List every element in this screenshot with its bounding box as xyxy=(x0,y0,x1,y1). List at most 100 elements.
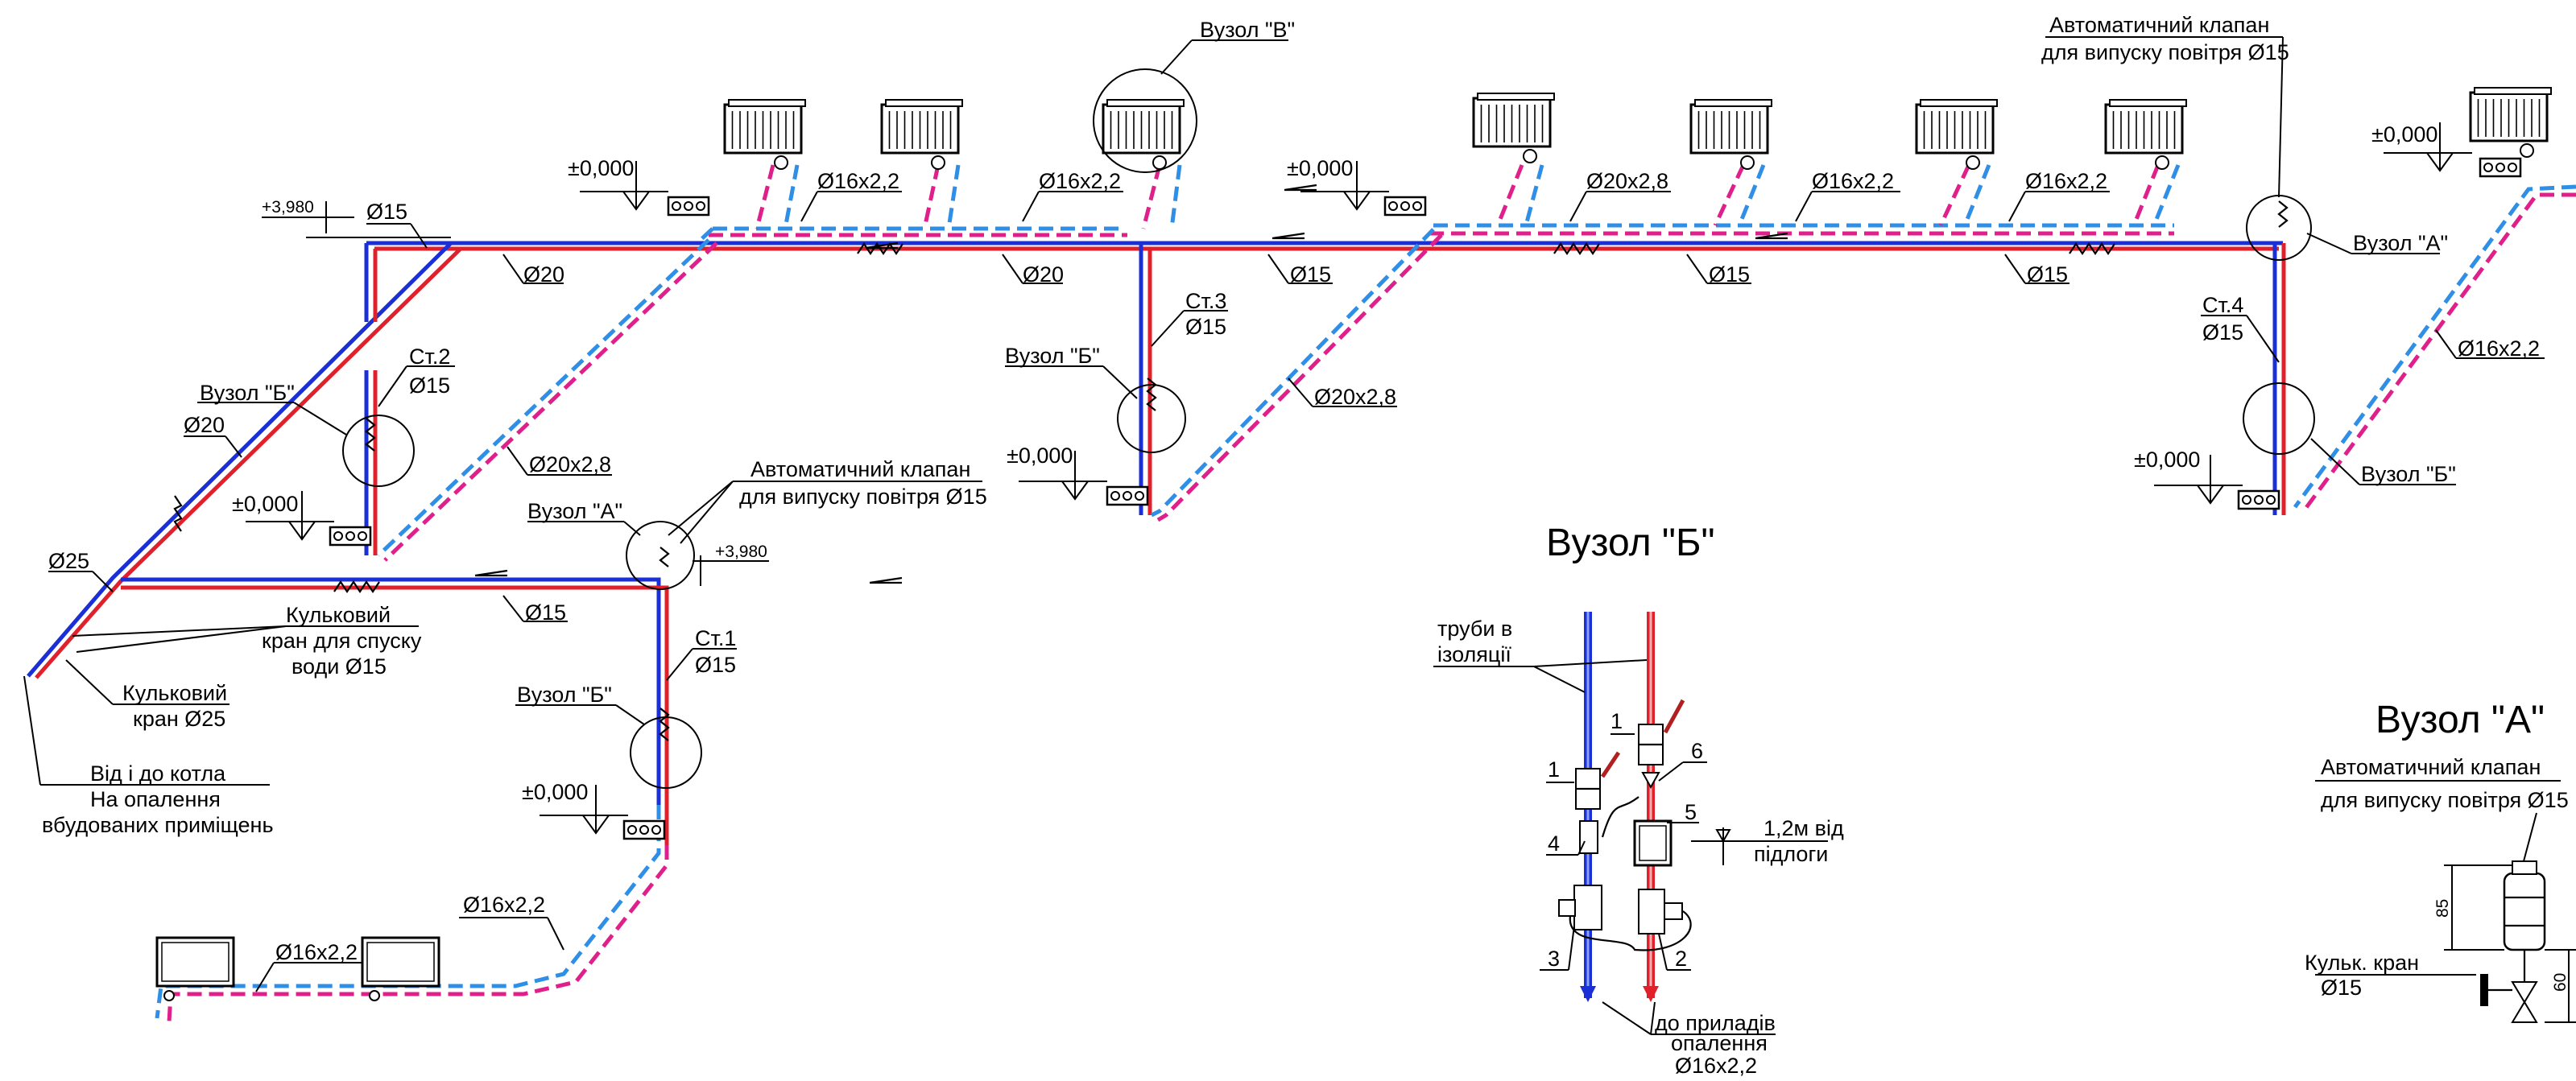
detail-a-drawing xyxy=(2315,780,2576,1023)
level-marks xyxy=(246,122,2522,840)
lower-main-pipes xyxy=(121,577,669,845)
radiator-icon xyxy=(1915,99,1998,170)
radiator-icon xyxy=(1472,93,1555,163)
radiator-icon xyxy=(1689,99,1772,170)
label-node-b1: Вузол "Б" xyxy=(200,381,295,405)
label-st3-d: Ø15 xyxy=(1185,315,1226,339)
label-level-p3980: +3,980 xyxy=(262,198,314,217)
label-pipes-insul-1: труби в xyxy=(1437,617,1512,641)
label-node-b4: Вузол "Б" xyxy=(517,683,612,707)
text-labels: Вузол "В" Автоматичний клапан для випуск… xyxy=(42,13,2570,1078)
level-mark-icon xyxy=(246,491,334,541)
label-level-0g: ±0,000 xyxy=(522,780,588,804)
upper-main-pipes xyxy=(27,241,2283,679)
radiator-icon xyxy=(361,936,440,1001)
detail-a-title: Вузол "А" xyxy=(2375,699,2545,741)
radiator-icon xyxy=(2469,87,2552,158)
label-st3: Ст.3 xyxy=(1185,289,1226,313)
label-n2: 2 xyxy=(1675,947,1687,971)
radiator-icon xyxy=(723,99,806,170)
label-p16-f: Ø16x2,2 xyxy=(463,893,545,917)
detail-b-title: Вузол "Б" xyxy=(1546,522,1715,564)
label-d15-b: Ø15 xyxy=(1290,262,1331,287)
level-mark-icon xyxy=(580,161,668,211)
level-mark-icon xyxy=(2384,122,2472,172)
manifold-icon xyxy=(1383,196,1427,217)
label-boiler-3: вбудованих приміщень xyxy=(42,813,274,837)
label-air-valve-top-1: Автоматичний клапан xyxy=(2049,13,2269,37)
label-pipes-insul-2: ізоляції xyxy=(1437,642,1511,666)
label-level-0e: ±0,000 xyxy=(1007,444,1073,468)
label-n1b: 1 xyxy=(1548,757,1560,782)
label-d25: Ø25 xyxy=(48,549,89,573)
label-p20-b: Ø20x2,8 xyxy=(1314,385,1396,409)
label-level-0a: ±0,000 xyxy=(568,156,634,180)
slope-arrows xyxy=(474,184,1788,584)
radiator-icon xyxy=(1102,99,1185,170)
label-st2-d: Ø15 xyxy=(409,373,450,398)
level-mark-icon xyxy=(540,785,628,835)
label-dim-60: 60 xyxy=(2551,973,2570,992)
label-detail-a-valve-1: Автоматичний клапан xyxy=(2321,755,2541,779)
leader-lines xyxy=(23,36,2545,992)
label-air-valve-top-2: для випуску повітря Ø15 xyxy=(2041,40,2289,64)
label-level-0d: ±0,000 xyxy=(232,492,298,516)
level-mark-icon xyxy=(1019,451,1107,501)
label-d15-d: Ø15 xyxy=(2027,262,2068,287)
label-level-p3980b: +3,980 xyxy=(715,543,767,561)
label-detail-a-valve-2: для випуску повітря Ø15 xyxy=(2321,788,2569,812)
label-boiler-2: На опалення xyxy=(90,787,221,811)
label-n6: 6 xyxy=(1691,739,1703,763)
label-st1-d: Ø15 xyxy=(695,653,736,677)
label-ball-drain-2: кран для спуску xyxy=(262,629,422,653)
label-n3: 3 xyxy=(1548,947,1560,971)
radiator-icon xyxy=(2104,99,2187,170)
label-boiler-1: Від і до котла xyxy=(90,761,226,786)
radiators xyxy=(155,87,2552,1001)
radiator-icon xyxy=(880,99,963,170)
label-air-valve-mid-2: для випуску повітря Ø15 xyxy=(739,485,987,509)
label-level-0c: ±0,000 xyxy=(2371,122,2437,146)
label-d20-b: Ø20 xyxy=(1023,262,1064,287)
label-node-v: Вузол "В" xyxy=(1200,18,1295,42)
label-ball-valve-1: Кульковий xyxy=(122,681,227,705)
label-n4: 4 xyxy=(1548,831,1560,856)
riser-st3 xyxy=(1139,243,1152,515)
level-mark-icon xyxy=(1300,161,1389,211)
label-st2: Ст.2 xyxy=(409,345,450,369)
label-to-devices-1: до приладів xyxy=(1655,1011,1776,1035)
label-st4: Ст.4 xyxy=(2202,293,2243,317)
manifold-icon xyxy=(329,526,372,547)
label-d15-c: Ø15 xyxy=(1709,262,1750,287)
label-st1: Ст.1 xyxy=(695,626,736,650)
label-dim-85: 85 xyxy=(2433,899,2452,918)
label-d20-a: Ø20 xyxy=(523,262,564,287)
manifold-icon xyxy=(622,819,666,840)
label-node-a1: Вузол "А" xyxy=(2353,231,2448,255)
label-ball-short-1: Кульк. кран xyxy=(2305,951,2419,975)
label-p16-a: Ø16x2,2 xyxy=(817,169,899,193)
manifold-icon xyxy=(667,196,710,217)
label-height-1: 1,2м від xyxy=(1764,816,1844,840)
level-mark-icon xyxy=(2154,455,2243,505)
label-n5: 5 xyxy=(1685,800,1697,824)
label-d15-a: Ø15 xyxy=(366,200,407,224)
label-p16-d: Ø16x2,2 xyxy=(2025,169,2107,193)
label-d20-c: Ø20 xyxy=(184,413,225,437)
label-node-b3: Вузол "Б" xyxy=(2361,462,2456,486)
riser-st4 xyxy=(2272,243,2286,515)
label-level-0b: ±0,000 xyxy=(1287,156,1353,180)
label-level-0f: ±0,000 xyxy=(2134,448,2200,472)
riser-st2 xyxy=(364,370,378,555)
label-air-valve-mid-1: Автоматичний клапан xyxy=(750,457,970,481)
label-to-devices-3: Ø16x2,2 xyxy=(1675,1054,1757,1077)
label-p16-e: Ø16x2,2 xyxy=(2458,336,2540,361)
label-p16-b: Ø16x2,2 xyxy=(1039,169,1121,193)
detail-b-drawing xyxy=(1433,612,1828,1035)
label-p20-c: Ø20x2,8 xyxy=(529,452,611,477)
label-n1a: 1 xyxy=(1611,709,1623,733)
label-p16-c: Ø16x2,2 xyxy=(1812,169,1894,193)
label-height-2: підлоги xyxy=(1754,842,1828,866)
